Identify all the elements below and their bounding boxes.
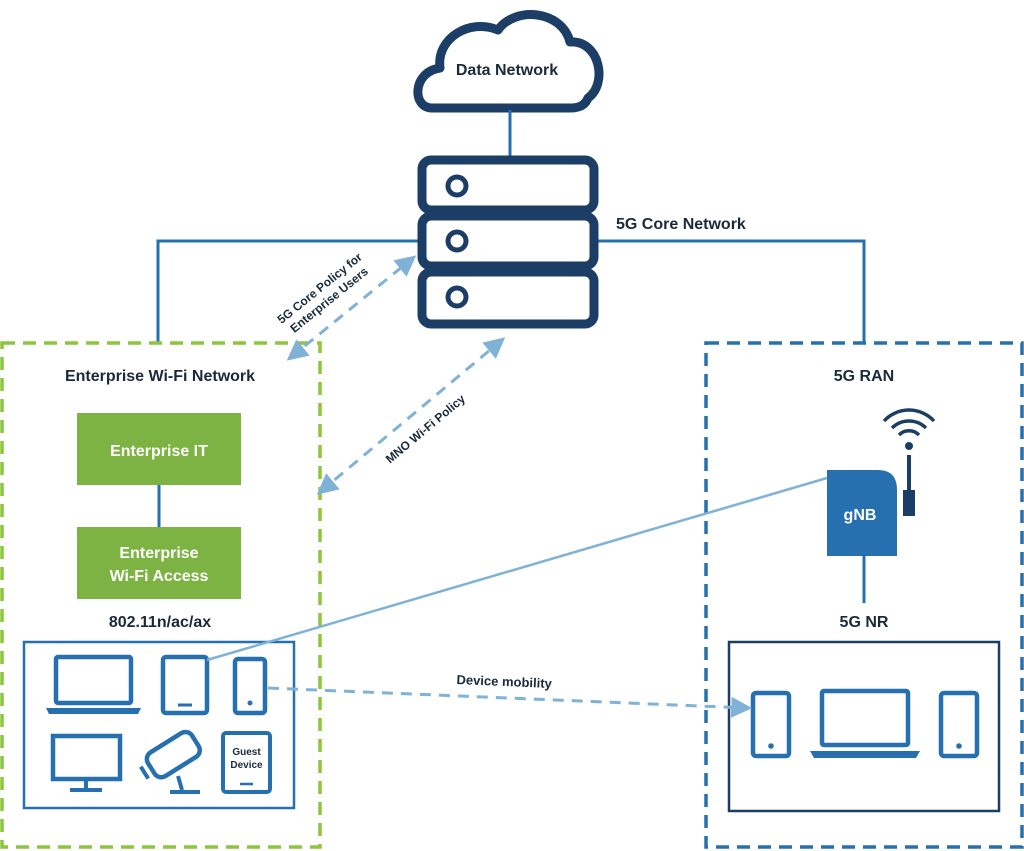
5g-laptop-icon (810, 688, 920, 758)
enterprise-policy-label: 5G Core Policy for Enterprise Users (275, 250, 372, 336)
core-network-label: 5G Core Network (616, 216, 746, 233)
device-mobility-arrow (267, 686, 753, 718)
tablet-icon (160, 654, 210, 716)
core-to-ran-link (594, 239, 866, 342)
nr-label: 5G NR (840, 614, 889, 631)
5g-phone-left-icon (750, 690, 792, 759)
wifi-standard-label: 802.11n/ac/ax (109, 614, 211, 631)
guest-device-label-line2: Device (230, 760, 263, 771)
enterprise-wifi-network-box (0, 341, 322, 849)
mno-policy-arrow (316, 337, 506, 495)
guest-device-label-line1: Guest (232, 747, 261, 758)
monitor-icon (50, 733, 123, 792)
enterprise-wifi-access-label-line1: Enterprise (119, 545, 198, 562)
gnb-box (827, 470, 897, 556)
data-network-cloud: Data Network (413, 10, 604, 113)
5g-phone-right-icon (938, 690, 980, 759)
enterprise-wifi-access-box (77, 527, 241, 599)
ran-label: 5G RAN (834, 368, 894, 385)
data-network-label: Data Network (456, 62, 558, 79)
core-server-icon (417, 155, 599, 329)
core-to-enterprise-link (156, 239, 422, 342)
gnb-label: gNB (844, 507, 877, 524)
gnb-antenna-icon (882, 408, 936, 516)
radio-link (206, 476, 828, 662)
enterprise-it-box (77, 413, 241, 485)
enterprise-policy-arrow (286, 255, 417, 361)
device-mobility-label: Device mobility (456, 672, 553, 691)
laptop-icon (46, 654, 141, 714)
security-camera-icon (139, 729, 203, 794)
ran-box (704, 341, 1024, 849)
enterprise-it-label: Enterprise IT (110, 443, 208, 460)
phone-icon (232, 656, 268, 716)
enterprise-wifi-network-label: Enterprise Wi-Fi Network (65, 368, 255, 385)
guest-device-icon: Guest Device (221, 731, 272, 794)
enterprise-wifi-access-label-line2: Wi-Fi Access (110, 568, 209, 585)
